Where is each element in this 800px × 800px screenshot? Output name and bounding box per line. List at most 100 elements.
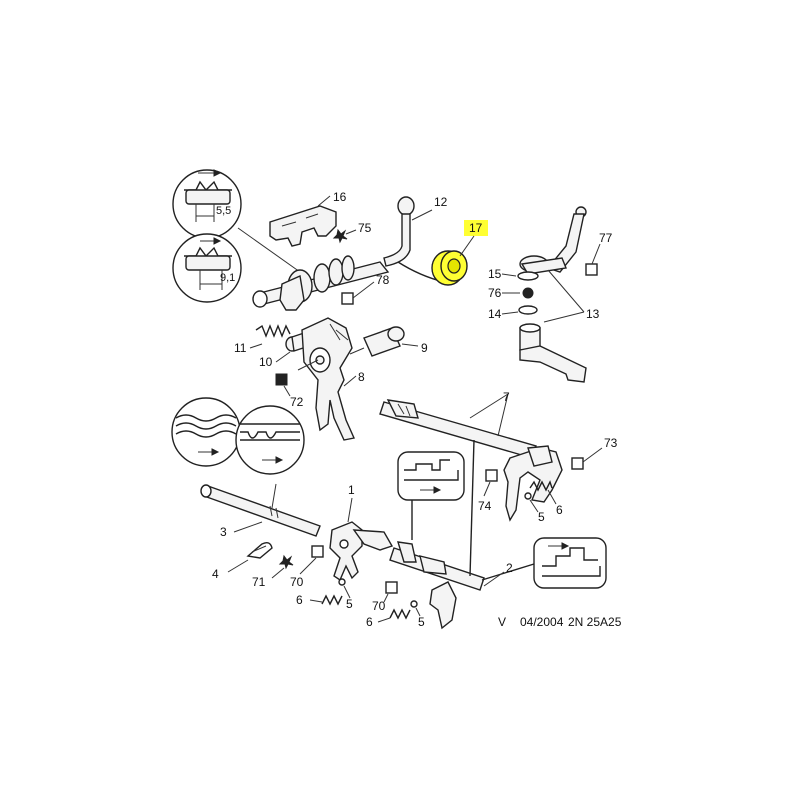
detail-circle-second: 9,1 [172, 233, 242, 303]
part-13-lower-lever [519, 323, 587, 383]
detail-second-value: 9,1 [220, 272, 235, 284]
footer-version: V [498, 615, 506, 629]
leader-8 [343, 375, 357, 387]
square-marker-70-left [311, 545, 324, 558]
leader-70-mid [383, 593, 389, 603]
part-9-actuator [349, 326, 405, 357]
part-15-washer [517, 271, 539, 281]
part-7-shift-rod [379, 399, 537, 459]
square-marker-72 [275, 373, 288, 386]
footer-date: 04/2004 [520, 615, 564, 629]
leader-3 [233, 521, 263, 533]
detail-leader-line [237, 227, 301, 273]
part-11-spring [255, 324, 291, 338]
callout-70-left: 70 [290, 575, 304, 589]
leader-17 [459, 235, 475, 257]
callout-6-mid: 6 [366, 615, 373, 629]
callout-5-right: 5 [538, 510, 545, 524]
part-6-spring-mid [389, 608, 411, 620]
callout-6-left: 6 [296, 593, 303, 607]
part-4-clip [246, 541, 273, 559]
callout-6-right: 6 [556, 503, 563, 517]
part-5-ball-right [524, 492, 532, 500]
part-5-ball-mid [410, 600, 418, 608]
leader-13 [543, 269, 585, 323]
leader-73 [582, 447, 603, 463]
leader-6-right [547, 489, 557, 505]
square-marker-70-mid [385, 581, 398, 594]
square-marker-74 [485, 469, 498, 482]
callout-11: 11 [234, 341, 247, 355]
callout-74: 74 [478, 499, 492, 513]
detail-leader-2b [469, 439, 475, 577]
star-icon-71 [278, 554, 294, 570]
square-marker-73 [571, 457, 584, 470]
detail-circle-fourth [235, 405, 305, 475]
callout-13: 13 [586, 307, 600, 321]
callout-1: 1 [348, 483, 355, 497]
callout-17-highlight-box [464, 220, 488, 236]
callout-8: 8 [358, 370, 365, 384]
leader-11 [249, 343, 263, 349]
part-76-ball [522, 287, 534, 299]
leader-10 [275, 351, 291, 363]
callout-2: 2 [506, 561, 513, 575]
part-8-selector-housing [301, 317, 355, 441]
leader-2 [483, 571, 505, 587]
callout-76: 76 [488, 286, 502, 300]
part-12-gear-lever [383, 196, 415, 267]
callout-14: 14 [488, 307, 502, 321]
callout-16: 16 [333, 190, 347, 204]
leader-5-mid [415, 607, 421, 617]
leader-9 [401, 343, 419, 347]
callout-5-mid: 5 [418, 615, 425, 629]
leader-78 [352, 281, 375, 299]
detail-top-value: 5,5 [216, 205, 231, 217]
leader-15 [501, 273, 517, 277]
leader-5-left [343, 585, 351, 599]
leader-70-left [299, 557, 317, 575]
main-selector-shaft [252, 255, 390, 311]
part-17-bushing [431, 250, 468, 286]
leader-71 [271, 567, 285, 579]
leader-72 [283, 385, 291, 397]
detail-circle-top: 5,5 [172, 169, 242, 239]
callout-72: 72 [290, 395, 304, 409]
square-marker-78 [341, 292, 354, 305]
callout-17: 17 [469, 221, 483, 235]
leader-1 [347, 497, 353, 523]
part-6-spring-left [321, 594, 343, 606]
detail-box-right [533, 537, 607, 589]
callout-75: 75 [358, 221, 372, 235]
part-6-spring-right [529, 480, 553, 492]
callout-7: 7 [503, 390, 510, 404]
leader-7 [469, 393, 509, 437]
detail-box-middle [397, 451, 465, 501]
part-73-shift-fork [503, 445, 563, 522]
detail-leader-rod [271, 483, 277, 509]
callout-70-mid: 70 [372, 599, 386, 613]
leader-14 [501, 311, 519, 315]
detail-leader-2c [481, 563, 535, 581]
callout-5-left: 5 [346, 597, 353, 611]
callout-9: 9 [421, 341, 428, 355]
pin-line [297, 359, 319, 371]
callout-73: 73 [604, 436, 618, 450]
callout-12: 12 [434, 195, 448, 209]
leader-12 [411, 209, 433, 221]
leader-6-left [309, 599, 323, 603]
leader-77 [591, 243, 601, 265]
leader-5-right [529, 499, 539, 513]
part-1-shift-fork [329, 521, 394, 582]
part-16-bracket [269, 205, 337, 247]
square-marker-77 [585, 263, 598, 276]
leader-6-mid [377, 617, 391, 623]
callout-71: 71 [252, 575, 266, 589]
part-13-upper-lever [519, 206, 587, 275]
callout-4: 4 [212, 567, 219, 581]
callout-15: 15 [488, 267, 502, 281]
callout-3: 3 [220, 525, 227, 539]
leader-74 [483, 481, 491, 497]
leader-75 [345, 229, 357, 235]
